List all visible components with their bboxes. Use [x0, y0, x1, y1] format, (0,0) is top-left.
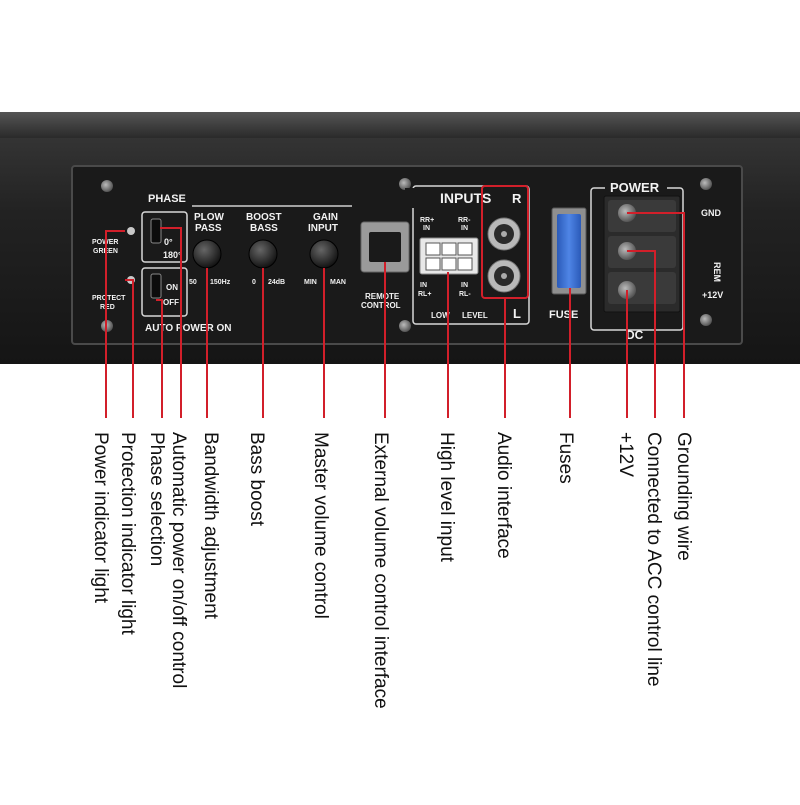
rca-jack-l-pin — [501, 273, 507, 279]
callout-bandwidth: Bandwidth adjustment — [200, 432, 221, 619]
gain-max: MAN — [330, 279, 346, 286]
callout-line-auto-power — [156, 299, 163, 418]
callout-line-ground — [627, 212, 685, 418]
v12-terminal-housing — [608, 272, 676, 304]
low-label: LOW — [431, 311, 450, 320]
callout-line-protect-led — [125, 279, 134, 418]
rem-label: REM — [712, 262, 722, 282]
callout-line-acc — [627, 250, 656, 418]
lowpass-label-1: PLOW — [194, 212, 225, 223]
dc-label: DC — [626, 328, 644, 342]
connector-pin — [457, 242, 473, 256]
remote-label-1: REMOTE — [365, 292, 400, 301]
connector-pin — [441, 242, 457, 256]
callout-protection-indicator: Protection indicator light — [117, 432, 138, 635]
auto-power-caption: AUTO POWER ON — [145, 323, 231, 334]
screw-icon — [399, 320, 411, 332]
auto-power-switch[interactable] — [150, 273, 162, 299]
lowpass-min: 50 — [189, 279, 197, 286]
power-led — [127, 227, 135, 235]
callout-fuses: Fuses — [555, 432, 576, 484]
rl-plus-label: RL+ — [418, 291, 431, 298]
lowpass-label-2: PASS — [195, 223, 222, 234]
connector-pin — [457, 257, 473, 271]
rl-minus-label: RL- — [459, 291, 471, 298]
auto-power-switch-frame — [141, 267, 188, 317]
power-title: POWER — [610, 180, 660, 195]
boost-label-2: BASS — [250, 223, 278, 234]
fuse[interactable] — [557, 214, 581, 288]
callout-power-indicator: Power indicator light — [90, 432, 111, 604]
callout-high-level-input: High level input — [436, 432, 457, 562]
rr-plus-label: RR+ — [420, 217, 434, 224]
boost-min: 0 — [252, 279, 256, 286]
bass-boost-knob[interactable] — [248, 239, 278, 269]
lowpass-knob[interactable] — [192, 239, 222, 269]
callout-grounding: Grounding wire — [673, 432, 694, 561]
amplifier-top-edge — [0, 112, 800, 138]
rca-jack-r-pin — [501, 231, 507, 237]
v12-label: +12V — [702, 290, 723, 300]
remote-label-2: CONTROL — [361, 301, 401, 310]
callout-auto-power: Automatic power on/off control — [168, 432, 189, 689]
auto-power-on-label: ON — [166, 283, 178, 292]
gain-label-2: INPUT — [308, 223, 338, 234]
callout-bass-boost: Bass boost — [246, 432, 267, 526]
screw-icon — [101, 180, 113, 192]
screw-icon — [700, 178, 712, 190]
screw-icon — [399, 178, 411, 190]
power-title-bg — [605, 180, 667, 196]
phase-180-label: 180° — [163, 250, 182, 260]
gain-label-1: GAIN — [313, 212, 338, 223]
gnd-terminal-housing — [608, 200, 676, 232]
callout-external-volume: External volume control interface — [370, 432, 391, 709]
boost-label-1: BOOST — [246, 212, 282, 223]
boost-max: 24dB — [268, 279, 285, 286]
gain-knob[interactable] — [309, 239, 339, 269]
connector-pin — [425, 257, 441, 271]
inputs-l-label: L — [513, 306, 521, 321]
inputs-title: INPUTS — [440, 190, 491, 206]
remote-control-socket — [369, 232, 401, 262]
phase-switch-frame — [141, 211, 188, 263]
inputs-title-bg — [405, 188, 503, 208]
screw-icon — [700, 314, 712, 326]
gain-min: MIN — [304, 279, 317, 286]
callout-line-power-led — [105, 230, 125, 418]
rr-minus-label: RR- — [458, 217, 471, 224]
callout-phase-selection: Phase selection — [146, 432, 167, 567]
level-label: LEVEL — [462, 311, 488, 320]
phase-title: PHASE — [148, 193, 186, 205]
callout-line-phase — [160, 227, 182, 418]
callout-master-volume: Master volume control — [310, 432, 331, 619]
rl-plus-in: IN — [420, 282, 427, 289]
callout-acc-line: Connected to ACC control line — [643, 432, 664, 687]
callout-audio-interface: Audio interface — [493, 432, 514, 559]
phase-switch[interactable] — [150, 218, 162, 244]
auto-power-off-label: OFF — [163, 298, 179, 307]
phase-0-label: 0° — [164, 237, 173, 247]
rl-minus-in: IN — [461, 282, 468, 289]
connector-pin — [441, 257, 457, 271]
rr-plus-in: IN — [423, 225, 430, 232]
rr-minus-in: IN — [461, 225, 468, 232]
fuse-label: FUSE — [549, 309, 578, 321]
connector-pin — [425, 242, 441, 256]
callout-12v: +12V — [615, 432, 636, 477]
inputs-r-label: R — [512, 191, 522, 206]
callout-lines — [105, 212, 685, 418]
protect-led-label-1: PROTECT — [92, 295, 126, 302]
gnd-label: GND — [701, 208, 722, 218]
protect-led-label-2: RED — [100, 304, 115, 311]
lowpass-max: 150Hz — [210, 279, 231, 286]
